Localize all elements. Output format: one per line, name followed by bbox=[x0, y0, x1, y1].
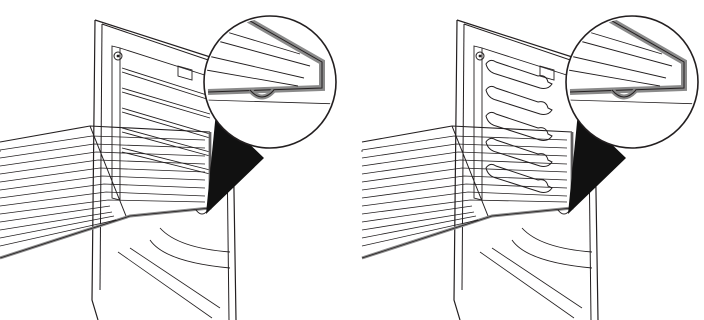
wire-rack-icon bbox=[0, 126, 210, 258]
magnifier-callout-icon bbox=[566, 14, 702, 214]
rack-guides-flat bbox=[122, 68, 210, 174]
panel-right bbox=[362, 14, 702, 320]
rack-guides-embossed bbox=[486, 60, 552, 192]
magnifier-callout-icon bbox=[204, 14, 340, 214]
panel-left bbox=[0, 14, 340, 320]
